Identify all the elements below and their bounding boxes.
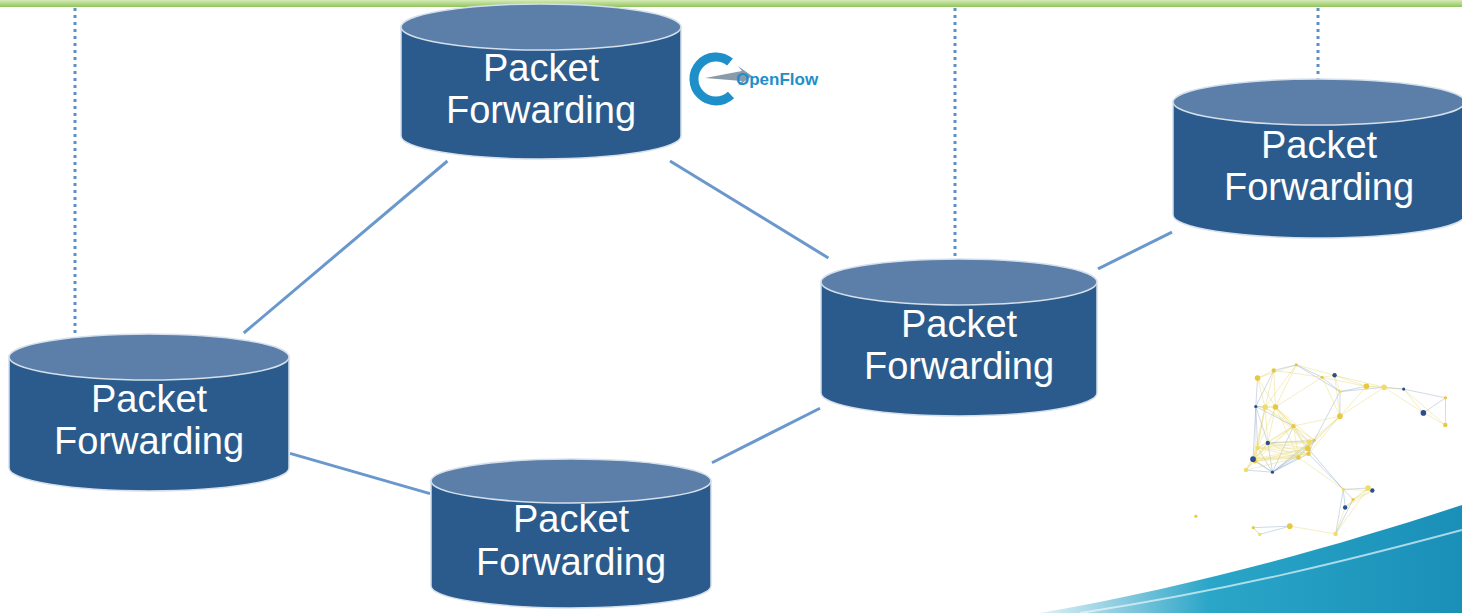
- logo-text: OpenFlow: [736, 70, 818, 90]
- swoosh: [1040, 505, 1462, 613]
- dotted-line: [1317, 8, 1320, 80]
- top-bar: [0, 0, 1462, 7]
- link-line: [290, 453, 430, 493]
- link-line: [244, 161, 448, 333]
- link-line: [712, 408, 820, 463]
- swoosh-highlight: [1080, 530, 1462, 613]
- node-label: Packet Forwarding: [820, 303, 1098, 388]
- dotted-line: [954, 8, 957, 262]
- link-line: [670, 161, 828, 258]
- forwarding-cylinder: Packet Forwarding: [400, 3, 682, 161]
- node-label: Packet Forwarding: [1172, 124, 1462, 209]
- node-label: Packet Forwarding: [8, 378, 290, 463]
- node-label: Packet Forwarding: [430, 498, 712, 583]
- forwarding-cylinder: Packet Forwarding: [1172, 78, 1462, 240]
- forwarding-cylinder: Packet Forwarding: [8, 333, 290, 493]
- dotted-line: [74, 8, 77, 334]
- link-line: [1098, 232, 1172, 269]
- forwarding-cylinder: Packet Forwarding: [820, 258, 1098, 418]
- node-label: Packet Forwarding: [400, 47, 682, 132]
- forwarding-cylinder: Packet Forwarding: [430, 458, 712, 610]
